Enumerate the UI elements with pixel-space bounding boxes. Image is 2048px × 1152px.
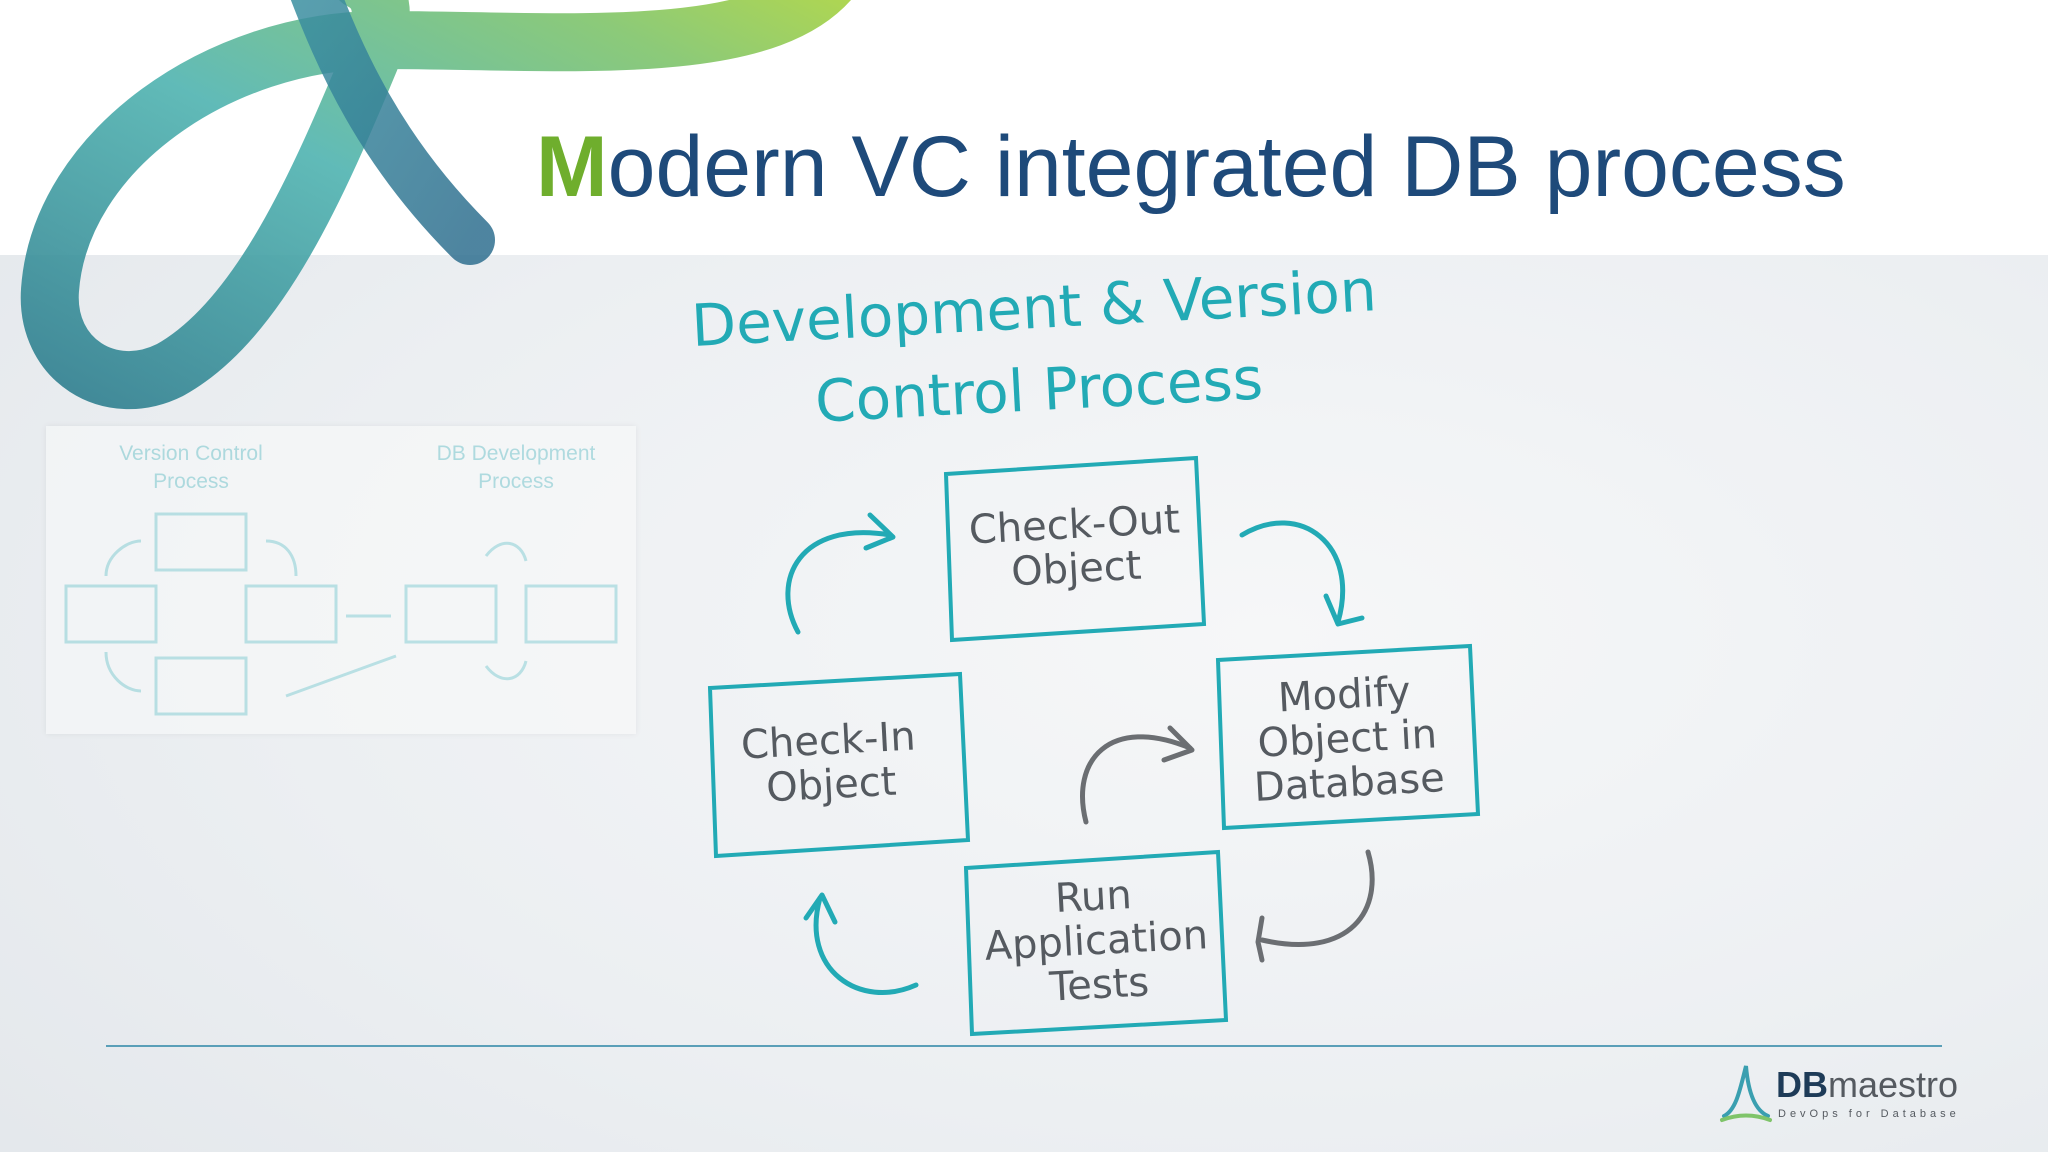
- box-check-out-line2: Object: [1010, 543, 1143, 596]
- box-modify-line3: Database: [1253, 755, 1446, 811]
- box-run-tests-line1: Run: [1054, 872, 1133, 922]
- thumb-label-left-2: Process: [153, 470, 229, 493]
- arrow-checkout-to-modify-icon: [1239, 520, 1365, 627]
- box-run-tests: [963, 849, 1229, 1037]
- box-modify-line2: Object in: [1257, 711, 1439, 766]
- logo-brand-rest: maestro: [1828, 1064, 1959, 1105]
- arrow-tests-to-checkin-icon: [803, 892, 919, 995]
- box-run-tests-line3: Tests: [1047, 959, 1150, 1010]
- dbmaestro-logo-icon: [1720, 1065, 1772, 1122]
- ribbon-decoration: [20, 0, 851, 409]
- logo-tagline: DevOps for Database: [1778, 1108, 1960, 1120]
- box-check-in-line1: Check-In: [740, 713, 917, 768]
- arrow-modify-to-tests-icon: [1255, 849, 1375, 963]
- footer-divider: [106, 1045, 1942, 1047]
- title-first-letter: M: [536, 119, 608, 215]
- logo-brand-bold: DB: [1776, 1064, 1828, 1105]
- title-rest: odern VC integrated DB process: [607, 119, 1846, 215]
- thumb-label-right-1: DB Development: [437, 442, 596, 465]
- dbmaestro-logo: DBmaestro DevOps for Database: [1718, 1060, 1958, 1130]
- box-check-in-line2: Object: [765, 759, 898, 812]
- thumb-label-right-2: Process: [478, 470, 554, 493]
- logo-wordmark: DBmaestro: [1776, 1064, 1958, 1106]
- arrow-checkin-to-checkout-icon: [785, 512, 896, 635]
- diagram-heading-line1: Development & Version: [690, 256, 1378, 360]
- previous-diagram-thumbnail: Version Control Process DB Development P…: [46, 426, 636, 734]
- slide-title: Modern VC integrated DB process: [536, 118, 1846, 217]
- box-modify-line1: Modify: [1277, 669, 1412, 722]
- thumb-label-left-1: Version Control: [119, 442, 263, 465]
- box-check-out-line1: Check-Out: [968, 497, 1181, 554]
- box-modify: [1215, 643, 1481, 831]
- box-check-out: [943, 455, 1207, 643]
- box-check-in: [707, 671, 971, 859]
- diagram-heading-line2: Control Process: [813, 344, 1264, 435]
- arrow-tests-to-modify-icon: [1080, 725, 1195, 825]
